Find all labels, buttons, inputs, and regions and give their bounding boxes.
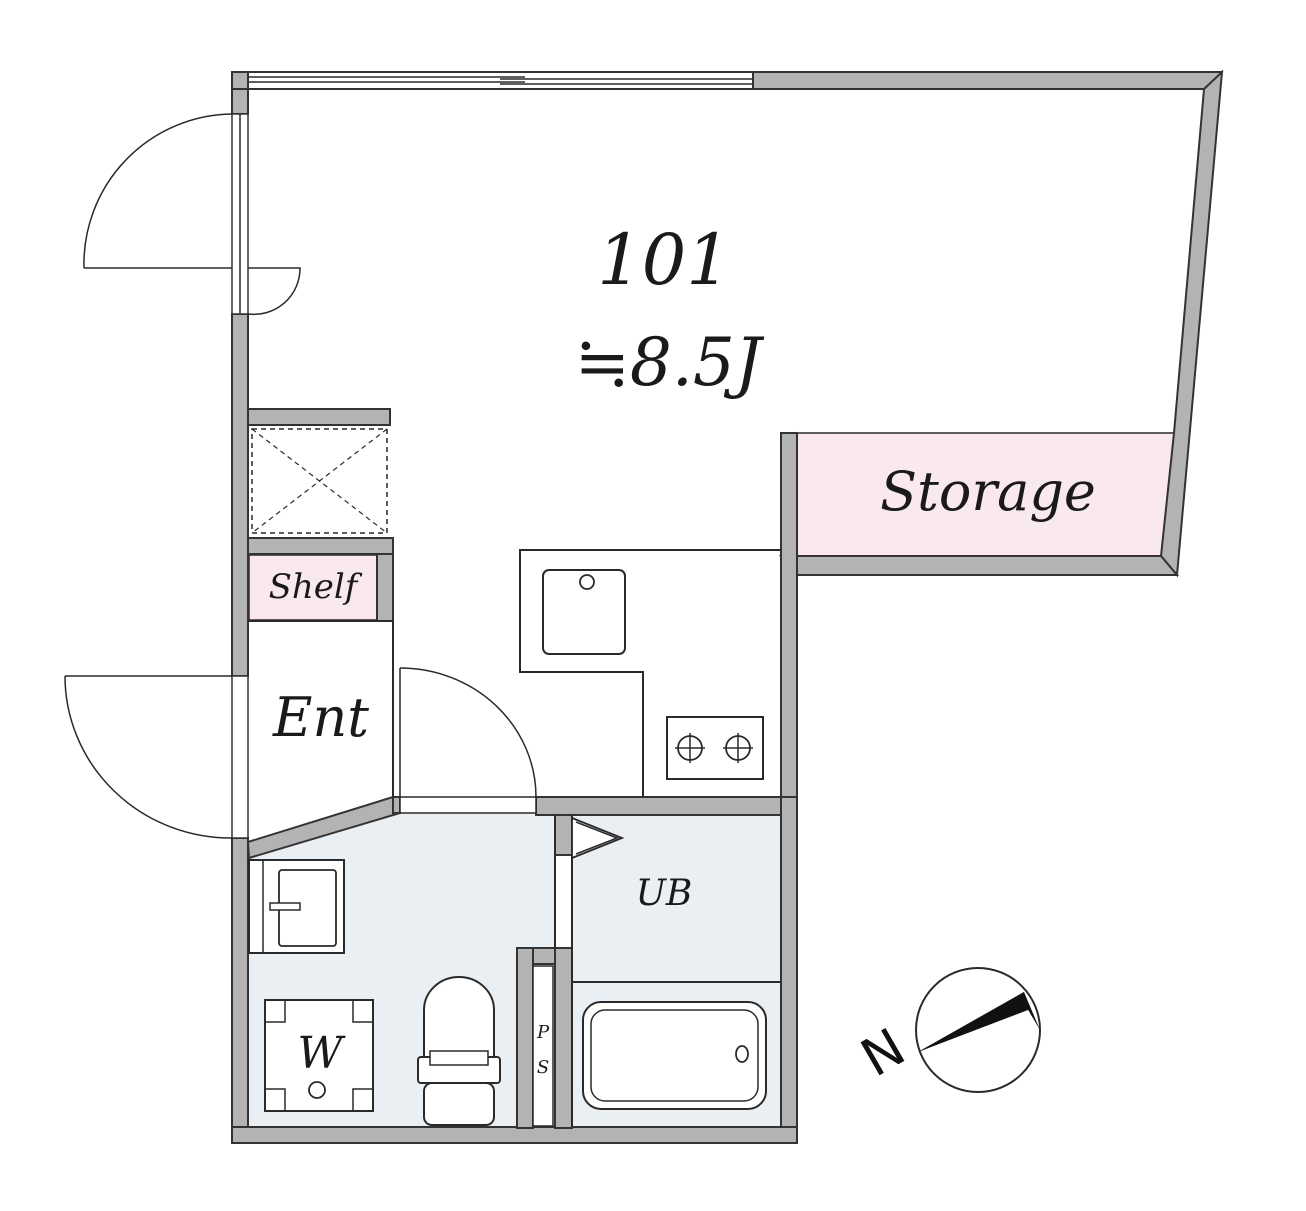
washroom-door-swing-icon[interactable] bbox=[399, 667, 537, 814]
compass-north-label: N bbox=[852, 1018, 916, 1089]
pipe-space-label-s: S bbox=[537, 1057, 549, 1078]
sink-icon bbox=[542, 569, 626, 655]
wall-left-middle bbox=[231, 313, 249, 677]
ventilation-x-icon bbox=[251, 428, 388, 534]
shelf-area bbox=[248, 554, 378, 621]
entrance-door-swing-icon[interactable] bbox=[64, 675, 249, 839]
wall-closet-top bbox=[247, 408, 391, 426]
stove-icon bbox=[666, 716, 764, 780]
wall-kitchen-bottom bbox=[535, 796, 782, 816]
wash-basin-icon bbox=[248, 859, 345, 954]
washer-icon bbox=[264, 999, 374, 1112]
pipe-space bbox=[532, 965, 554, 1127]
wall-closet-bottom bbox=[247, 537, 394, 555]
compass-icon bbox=[915, 967, 1041, 1093]
room-size: ≒8.5J bbox=[575, 324, 765, 401]
unit-bath-label: UB bbox=[636, 873, 693, 914]
toilet-icon bbox=[417, 976, 501, 1126]
room-number: 101 bbox=[597, 219, 731, 301]
wall-top bbox=[752, 71, 1224, 90]
bathtub-icon bbox=[582, 1001, 767, 1110]
wall-right bbox=[1159, 69, 1224, 578]
wall-ps-left bbox=[516, 947, 534, 1129]
wall-ps-right bbox=[554, 947, 573, 1129]
bath-door-icon[interactable] bbox=[571, 816, 625, 860]
wall-bath-partition bbox=[554, 814, 573, 856]
wall-left-lower bbox=[231, 837, 249, 1144]
shelf-label: Shelf bbox=[269, 567, 363, 607]
wall-storage-bottom bbox=[778, 555, 1180, 576]
unit-bath-fixtures bbox=[554, 815, 781, 1127]
washer-label: W bbox=[297, 1028, 346, 1079]
top-window bbox=[231, 71, 754, 90]
wall-bath-right bbox=[780, 796, 798, 1144]
wall-washroom-door-left bbox=[392, 796, 401, 814]
wall-kitchen-right bbox=[780, 432, 798, 816]
wall-bottom bbox=[231, 1126, 798, 1144]
entrance-label: Ent bbox=[272, 686, 369, 749]
upper-door-swing-icon[interactable] bbox=[83, 113, 301, 316]
pipe-space-label-p: P bbox=[536, 1022, 550, 1043]
storage-label: Storage bbox=[880, 460, 1096, 523]
kitchen-counter bbox=[519, 549, 781, 797]
